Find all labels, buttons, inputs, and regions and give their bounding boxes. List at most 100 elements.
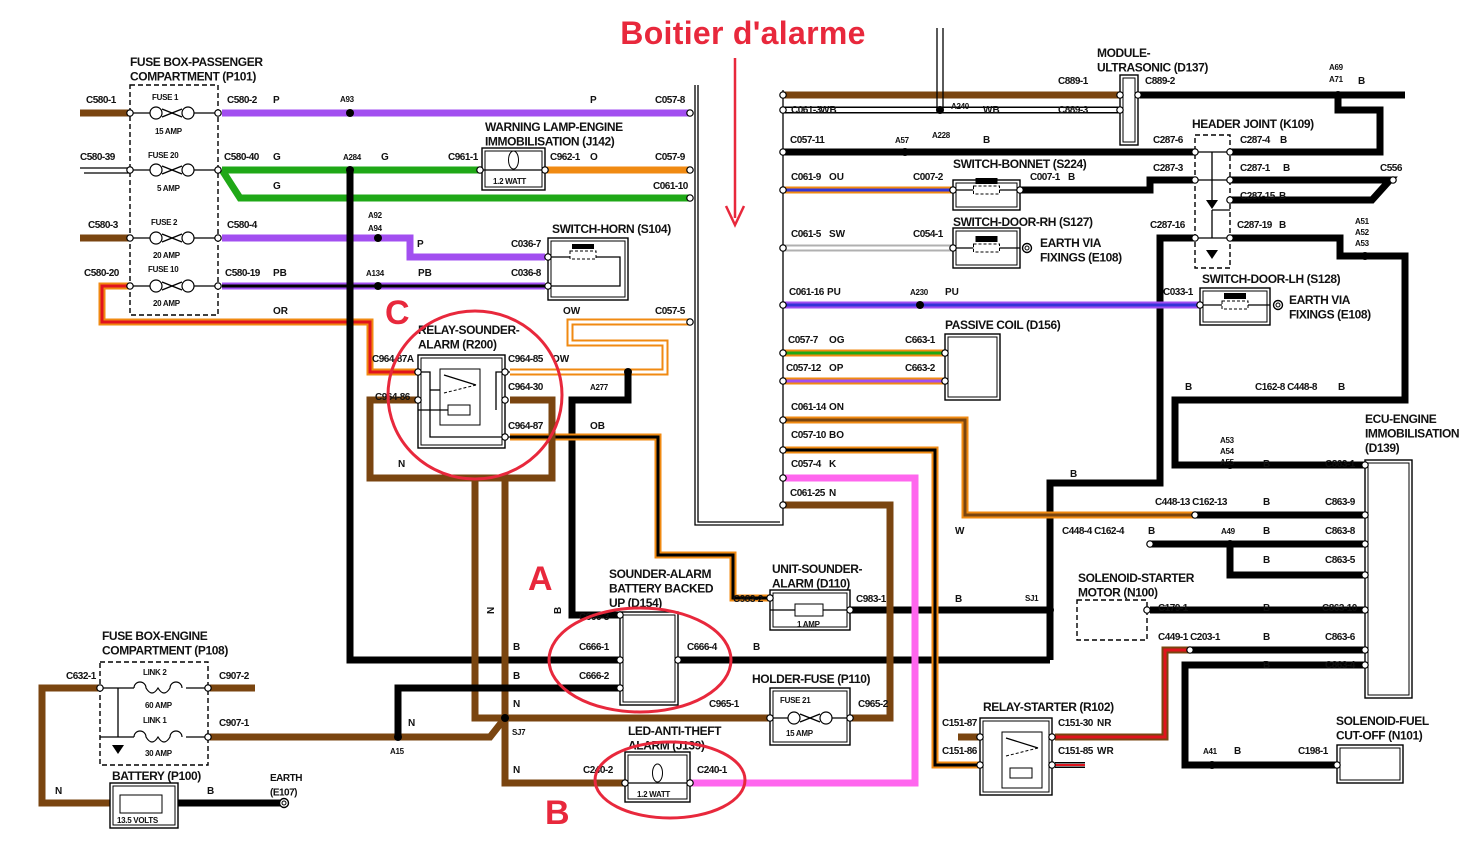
- wire-color-code: B: [1279, 191, 1286, 202]
- connector-label: C057-12: [786, 363, 822, 374]
- connector-label: C863-1: [1325, 459, 1356, 470]
- splice-dot-icon: [374, 282, 382, 290]
- splice-dot-icon: [916, 301, 924, 309]
- connector-label: C632-1: [66, 671, 97, 682]
- connector-pin-icon: [1389, 176, 1397, 184]
- relay-contact-icon: [1005, 737, 1039, 749]
- connector-pin-icon: [501, 396, 509, 404]
- fuse-icon: [149, 231, 163, 245]
- ground-arrow-icon: [1206, 200, 1218, 209]
- connector-label: C151-85: [1058, 746, 1094, 757]
- wire-OR-stripe: [100, 284, 418, 374]
- wire-color-code: N: [513, 765, 520, 776]
- wire-color-code: BO: [829, 430, 844, 441]
- connector-pin-icon: [1226, 234, 1234, 242]
- splice-label: SJ1: [1025, 594, 1039, 603]
- wire-OW-stripe: [510, 320, 690, 374]
- splice-label: A55: [1220, 458, 1235, 467]
- wire-color-code: B: [1263, 459, 1270, 470]
- wire-color-code: B: [513, 642, 520, 653]
- connector-label: C666-3: [579, 612, 610, 623]
- splice-dot-icon: [1361, 252, 1369, 260]
- connector-pin-icon: [214, 166, 222, 174]
- wire-color-code: OR: [273, 306, 289, 317]
- connector-pin-icon: [1361, 540, 1369, 548]
- connector-pin-icon: [686, 779, 694, 787]
- component-label-n100: SOLENOID-STARTER: [1078, 571, 1195, 585]
- component-label-s104: SWITCH-HORN (S104): [552, 222, 671, 236]
- splice-dot-icon: [1208, 761, 1216, 769]
- wire-color-code: OB: [590, 421, 605, 432]
- connector-pin-icon: [214, 234, 222, 242]
- connector-label: C151-87: [942, 718, 978, 729]
- wire-color-code: PU: [827, 287, 841, 298]
- wire-color-code: B: [207, 786, 214, 797]
- switch-actuator-icon: [975, 236, 998, 242]
- component-label-j142: WARNING LAMP-ENGINE: [485, 120, 623, 134]
- splice-label: SJ7: [512, 728, 526, 737]
- connector-label: C057-8: [655, 95, 686, 106]
- wire-color-code: B: [1070, 469, 1077, 480]
- wire-B: [346, 170, 1050, 664]
- switch-actuator-icon: [975, 178, 998, 184]
- connector-pin-icon: [949, 186, 957, 194]
- connector-label: C162-8 C448-8: [1255, 382, 1318, 393]
- connector-pin-icon: [1361, 661, 1369, 669]
- wire-color-code: B: [955, 594, 962, 605]
- splice-dot-icon: [346, 166, 354, 174]
- connector-pin-icon: [1116, 91, 1124, 99]
- component-label-k109: HEADER JOINT (K109): [1192, 117, 1314, 131]
- fusible-link-icon: [133, 730, 183, 743]
- component-label-d110: ALARM (D110): [772, 577, 850, 591]
- wire-color-code: K: [829, 459, 837, 470]
- component-label-e108b: EARTH VIA: [1289, 293, 1351, 307]
- rating-label: FUSE 2: [151, 218, 178, 227]
- splice-label: A284: [343, 153, 362, 162]
- connector-pin-icon: [96, 684, 104, 692]
- connector-label: C663-2: [905, 363, 936, 374]
- lamp-icon: [652, 763, 663, 783]
- connector-label: C036-7: [511, 239, 542, 250]
- component-label-d137: MODULE-: [1097, 46, 1151, 60]
- wire-color-code: N: [513, 699, 520, 710]
- component-label-p108: COMPARTMENT (P108): [102, 644, 228, 658]
- connector-label: C983-1: [856, 594, 887, 605]
- connector-pin-icon: [779, 501, 787, 509]
- connector-pin-icon: [779, 446, 787, 454]
- connector-pin-icon: [501, 368, 509, 376]
- rating-label: 20 AMP: [153, 251, 181, 260]
- connector-pin-icon: [941, 377, 949, 385]
- relay-coil-icon: [439, 368, 481, 426]
- connector-pin-icon: [949, 244, 957, 252]
- connector-label: C580-1: [86, 95, 117, 106]
- connector-pin-icon: [1226, 176, 1234, 184]
- splice-dot-icon: [1334, 91, 1342, 99]
- wire-color-code: OW: [552, 354, 570, 365]
- rating-label: FUSE 1: [152, 93, 179, 102]
- holder-fuse: [769, 687, 851, 746]
- connector-label: C580-4: [227, 220, 258, 231]
- switch-actuator-icon: [1224, 293, 1246, 299]
- connector-label: C448-4 C162-4: [1062, 526, 1125, 537]
- wire-N: [38, 684, 120, 807]
- wire-color-code: P: [590, 95, 597, 106]
- switch-icon: [973, 185, 1000, 195]
- connector-label: C863-5: [1325, 555, 1356, 566]
- splice-dot-icon: [624, 368, 632, 376]
- splice-label: A134: [366, 269, 385, 278]
- sounder-alarm-battery-backed-up: [619, 611, 679, 706]
- earth-icon: [1275, 302, 1281, 308]
- connector-pin-icon: [616, 684, 624, 692]
- connector-pin-icon: [544, 253, 552, 261]
- splice-label: A53: [1355, 239, 1370, 248]
- wire-color-code: G: [273, 152, 281, 163]
- wire-color-code: W: [955, 526, 965, 537]
- connector-label: C907-2: [219, 671, 250, 682]
- connector-pin-icon: [1146, 540, 1154, 548]
- passive-coil: [944, 333, 1001, 401]
- rating-label: LINK 1: [143, 716, 167, 725]
- connector-pin-icon: [779, 349, 787, 357]
- connector-label: C287-3: [1153, 163, 1184, 174]
